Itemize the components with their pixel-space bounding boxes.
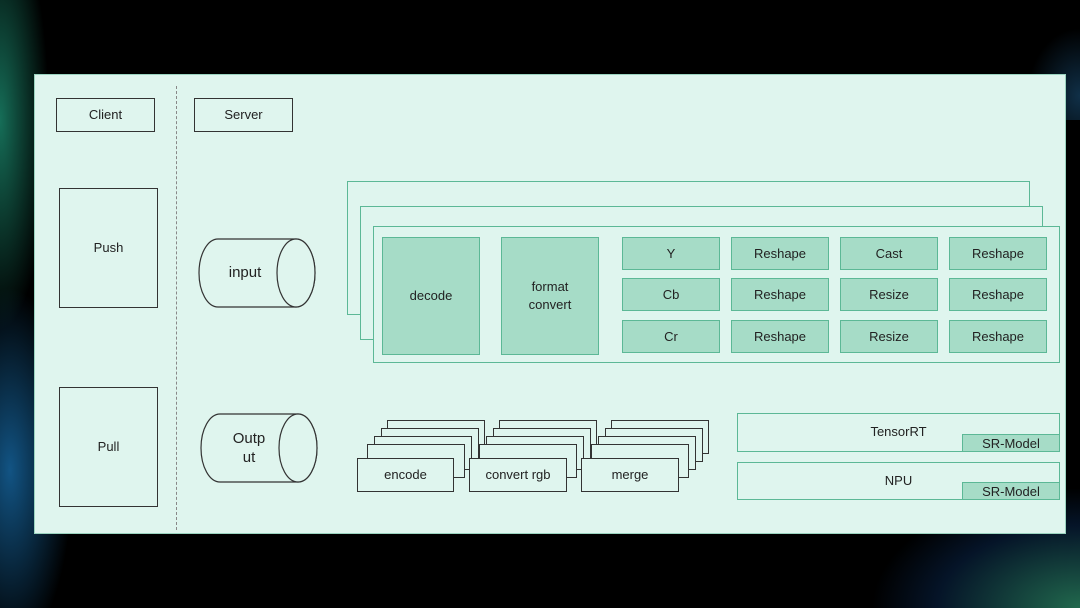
cylinder-shape-icon [198,238,316,308]
client-server-divider [176,86,177,530]
reshape-box: Reshape [949,278,1047,311]
push-box: Push [59,188,158,308]
reshape-box: Reshape [949,320,1047,353]
tensorrt-backend: TensorRT [737,413,1060,452]
channel-y-box: Y [622,237,720,270]
reshape-box: Reshape [731,278,829,311]
resize-box: Resize [840,278,938,311]
tensorrt-label: TensorRT [870,424,927,439]
sr-model-tag: SR-Model [962,482,1060,500]
output-cylinder: Outp ut [200,413,318,483]
encode-box: encode [357,458,454,492]
cast-box: Cast [840,237,938,270]
input-label: input [228,264,262,282]
format-convert-box: format convert [501,237,599,355]
channel-cr-box: Cr [622,320,720,353]
resize-box: Resize [840,320,938,353]
sr-model-tag: SR-Model [962,434,1060,452]
decode-box: decode [382,237,480,355]
reshape-box: Reshape [949,237,1047,270]
client-header: Client [56,98,155,132]
merge-box: merge [581,458,679,492]
server-header: Server [194,98,293,132]
cylinder-shape-icon [200,413,318,483]
npu-label: NPU [884,472,913,488]
convert-rgb-box: convert rgb [469,458,567,492]
pull-box: Pull [59,387,158,507]
channel-cb-box: Cb [622,278,720,311]
output-label: Outp ut [232,429,266,467]
input-cylinder: input [198,238,316,308]
reshape-box: Reshape [731,320,829,353]
reshape-box: Reshape [731,237,829,270]
